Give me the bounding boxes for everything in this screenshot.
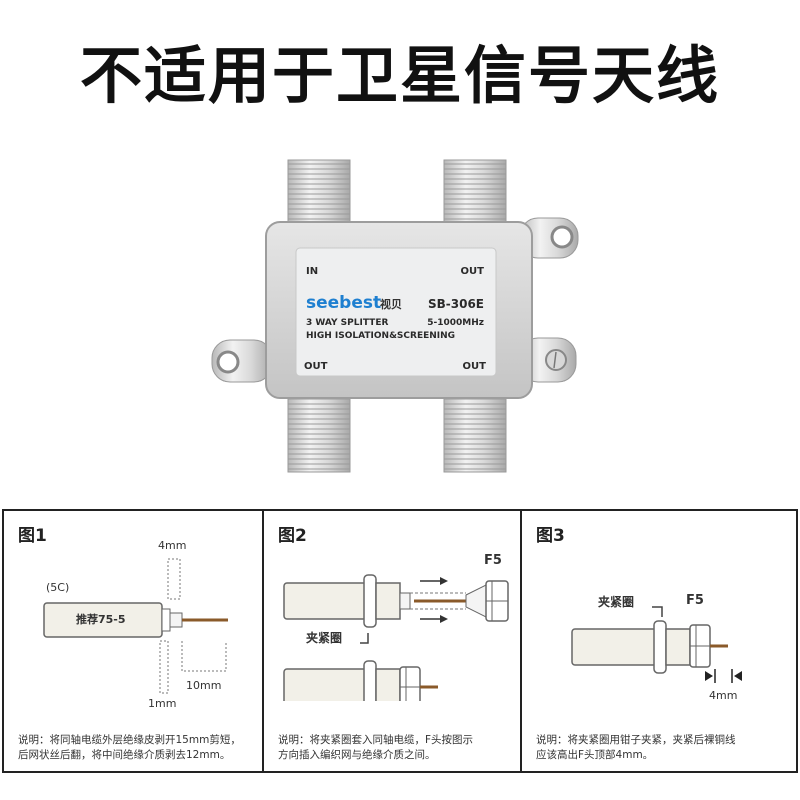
port-in-label: IN	[306, 266, 318, 277]
cable-recommendation-label: 推荐75-5	[76, 613, 126, 626]
port-out-bottom-left-label: OUT	[304, 361, 328, 372]
dim-4mm-label: 4mm	[709, 689, 738, 702]
cable-type-label: (5C)	[46, 581, 70, 594]
connector-f5-label: F5	[484, 553, 502, 568]
dim-4mm-label: 4mm	[158, 539, 187, 552]
figure-3-panel: 图3 夹紧圈 F5 4mm 说明：将夹紧圈用钳子夹紧，夹紧后裸铜线 应该高出F头…	[520, 509, 798, 773]
connector-f5-label: F5	[686, 593, 704, 608]
headline: 不适用于卫星信号天线	[79, 39, 720, 112]
figure-1-title: 图1	[18, 526, 47, 546]
figure-1-note: 说明：将同轴电缆外层绝缘皮剥开15mm剪短， 后网状丝后翻，将中间绝缘介质剥去1…	[18, 734, 241, 761]
brand-logo: seebest	[306, 293, 381, 313]
figure-2-panel: 图2 F5 夹紧圈 说明：将夹紧圈套入同轴电缆，F头按图示 方向插入编织网与绝缘…	[262, 509, 522, 773]
figure-3-title: 图3	[536, 526, 565, 546]
feature-text: HIGH ISOLATION&SCREENING	[306, 331, 455, 341]
figure-1-panel: 图1 4mm (5C) 推荐75-5 10mm 1mm 说明：将同轴电缆外层绝缘…	[2, 509, 264, 773]
splitter-product-image: IN OUT seebest 视贝 SB-306E 3 WAY SPLITTER…	[200, 140, 600, 480]
mount-ear-left	[211, 339, 273, 383]
figure-3-note: 说明：将夹紧圈用钳子夹紧，夹紧后裸铜线 应该高出F头顶部4mm。	[536, 734, 736, 761]
model-number: SB-306E	[428, 297, 484, 311]
mount-ear-right	[519, 217, 579, 259]
port-out-top-right-label: OUT	[461, 266, 485, 277]
figure-2-note: 说明：将夹紧圈套入同轴电缆，F头按图示 方向插入编织网与绝缘介质之间。	[278, 734, 474, 761]
frequency-range: 5-1000MHz	[427, 318, 484, 328]
clamp-ring-label: 夹紧圈	[306, 631, 343, 645]
port-out-bottom-right-label: OUT	[463, 361, 487, 372]
dim-1mm-label: 1mm	[148, 697, 177, 710]
clamp-ring-label: 夹紧圈	[598, 595, 635, 609]
figure-2-title: 图2	[278, 526, 307, 546]
dim-10mm-label: 10mm	[186, 679, 222, 692]
splitter-type: 3 WAY SPLITTER	[306, 318, 388, 328]
brand-cn: 视贝	[380, 297, 402, 311]
